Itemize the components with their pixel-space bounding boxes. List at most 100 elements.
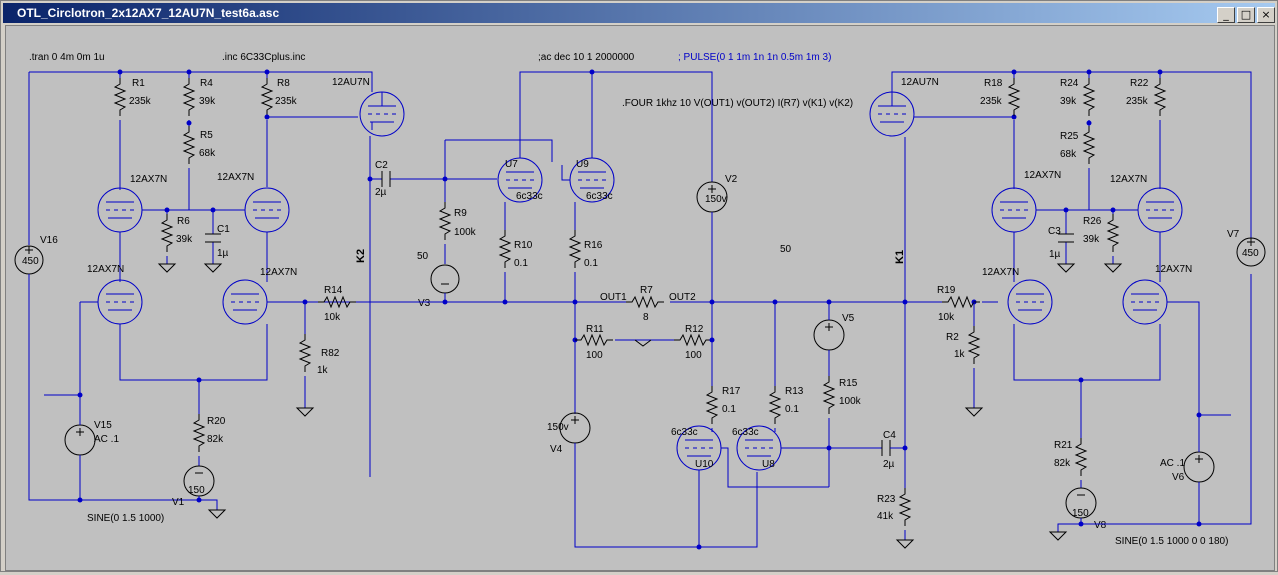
resistor-r26[interactable] (1107, 213, 1119, 253)
resistor-r6[interactable] (161, 213, 173, 253)
resistor-r82[interactable] (299, 333, 311, 373)
label-r23: R23 (877, 494, 896, 505)
directive-ac: ;ac dec 10 1 2000000 (538, 52, 635, 63)
label-tube-8: 12AX7N (1155, 264, 1192, 275)
label-u7: U7 (505, 159, 518, 170)
tube-12ax7-8[interactable] (1122, 279, 1168, 325)
label-c1: C1 (217, 224, 230, 235)
resistor-r17[interactable] (706, 385, 718, 425)
capacitor-c4[interactable] (881, 440, 905, 456)
close-button[interactable]: × (1257, 7, 1275, 23)
value-r22: 235k (1126, 96, 1149, 107)
label-r21: R21 (1054, 440, 1073, 451)
label-v6: V6 (1172, 472, 1185, 483)
resistor-r13[interactable] (769, 385, 781, 425)
voltage-source-v6[interactable] (1183, 451, 1215, 483)
resistor-r9[interactable] (439, 201, 451, 241)
resistor-r21[interactable] (1075, 437, 1087, 477)
label-r16: R16 (584, 240, 603, 251)
type-u9: 6c33c (586, 191, 613, 202)
capacitor-c3[interactable] (1058, 210, 1074, 264)
resistor-r5[interactable] (183, 125, 195, 165)
value-v2: 150v (705, 194, 727, 205)
resistor-r22[interactable] (1154, 77, 1166, 117)
resistor-r11[interactable] (574, 334, 614, 346)
label-v1: V1 (172, 497, 185, 508)
value-r5: 68k (199, 148, 216, 159)
label-tube-5: 12AX7N (1024, 170, 1061, 181)
value-r2: 1k (954, 349, 966, 360)
label-tube-3: 12AX7N (87, 264, 124, 275)
value-r6: 39k (176, 234, 193, 245)
tube-12ax7-4[interactable] (222, 279, 268, 325)
resistor-r14[interactable] (317, 296, 357, 308)
value-v4: 150v (547, 422, 569, 433)
resistor-r1[interactable] (114, 77, 126, 117)
value-r14: 10k (324, 312, 341, 323)
label-c2: C2 (375, 160, 388, 171)
capacitor-c2[interactable] (370, 171, 446, 187)
label-v8: V8 (1094, 520, 1107, 531)
tube-12au7-right[interactable] (869, 91, 915, 137)
title-bar[interactable]: OTL_Circlotron_2x12AX7_12AU7N_test6a.asc… (3, 3, 1275, 23)
label-12au7-right: 12AU7N (901, 77, 939, 88)
schematic-drawing[interactable]: .tran 0 4m 0m 1u .inc 6C33Cplus.inc ;ac … (6, 26, 1274, 570)
value-r20: 82k (207, 434, 224, 445)
sine-right: SINE(0 1.5 1000 0 0 180) (1115, 536, 1228, 547)
label-r10: R10 (514, 240, 533, 251)
resistor-r7[interactable] (625, 296, 665, 308)
type-u8: 6c33c (732, 427, 759, 438)
label-r15: R15 (839, 378, 858, 389)
resistor-r20[interactable] (193, 413, 205, 453)
voltage-source-v50-left[interactable] (430, 264, 460, 294)
resistor-r10[interactable] (499, 229, 511, 269)
resistor-r12[interactable] (673, 334, 713, 346)
tube-12ax7-5[interactable] (991, 187, 1037, 233)
label-u8: U8 (762, 459, 775, 470)
value-r10: 0.1 (514, 258, 528, 269)
resistor-r18[interactable] (1008, 77, 1020, 117)
label-12au7-left: 12AU7N (332, 77, 370, 88)
value-v16: 450 (22, 256, 39, 267)
schematic-canvas[interactable]: .tran 0 4m 0m 1u .inc 6C33Cplus.inc ;ac … (5, 25, 1275, 571)
label-v16: V16 (40, 235, 58, 246)
tube-12ax7-2[interactable] (244, 187, 290, 233)
resistor-r2[interactable] (968, 325, 980, 365)
tube-12au7-left[interactable] (359, 91, 405, 137)
capacitor-c1[interactable] (205, 210, 221, 264)
label-v15: V15 (94, 420, 112, 431)
resistor-r15[interactable] (823, 375, 835, 415)
voltage-source-v15[interactable] (64, 424, 96, 456)
value-r26: 39k (1083, 234, 1100, 245)
value-c2: 2µ (375, 187, 387, 198)
value-r1: 235k (129, 96, 152, 107)
voltage-source-v7[interactable] (1236, 237, 1266, 267)
value-r24: 39k (1060, 96, 1077, 107)
value-r23: 41k (877, 511, 894, 522)
value-c3: 1µ (1049, 249, 1061, 260)
label-r26: R26 (1083, 216, 1102, 227)
voltage-source-v5[interactable] (813, 319, 845, 351)
tube-12ax7-3[interactable] (97, 279, 143, 325)
resistor-r4[interactable] (183, 77, 195, 117)
label-r12: R12 (685, 324, 704, 335)
tube-12ax7-6[interactable] (1137, 187, 1183, 233)
value-v1: 150 (188, 485, 205, 496)
net-out2: OUT2 (669, 292, 696, 303)
value-r18: 235k (980, 96, 1003, 107)
tube-12ax7-1[interactable] (97, 187, 143, 233)
label-r25: R25 (1060, 131, 1079, 142)
minimize-button[interactable]: _ (1217, 7, 1235, 23)
label-r9: R9 (454, 208, 467, 219)
label-tube-7: 12AX7N (982, 267, 1019, 278)
resistor-r25[interactable] (1083, 125, 1095, 165)
tube-12ax7-7[interactable] (1007, 279, 1053, 325)
label-r7: R7 (640, 285, 653, 296)
maximize-button[interactable]: □ (1237, 7, 1255, 23)
resistor-r23[interactable] (899, 487, 911, 527)
resistor-r8[interactable] (261, 77, 273, 117)
label-r24: R24 (1060, 78, 1079, 89)
resistor-r24[interactable] (1083, 77, 1095, 117)
resistor-r16[interactable] (569, 229, 581, 269)
